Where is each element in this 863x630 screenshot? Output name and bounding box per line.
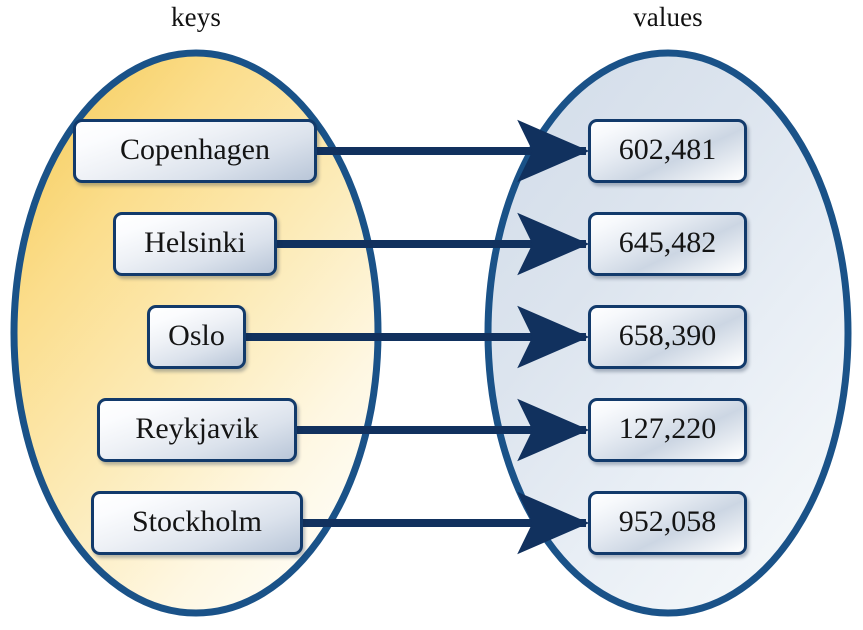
key-node[interactable]: Helsinki [113,212,277,276]
value-node[interactable]: 658,390 [588,305,747,369]
key-node[interactable]: Oslo [147,305,246,369]
value-node[interactable]: 602,481 [588,119,747,183]
value-node[interactable]: 127,220 [588,398,747,462]
mapping-arrows [246,119,590,555]
key-node[interactable]: Stockholm [91,491,303,555]
values-set-label: values [633,2,703,32]
value-node[interactable]: 952,058 [588,491,747,555]
key-node[interactable]: Copenhagen [73,119,317,183]
value-node[interactable]: 645,482 [588,212,747,276]
key-node[interactable]: Reykjavik [97,398,297,462]
keys-set-label: keys [171,2,221,32]
